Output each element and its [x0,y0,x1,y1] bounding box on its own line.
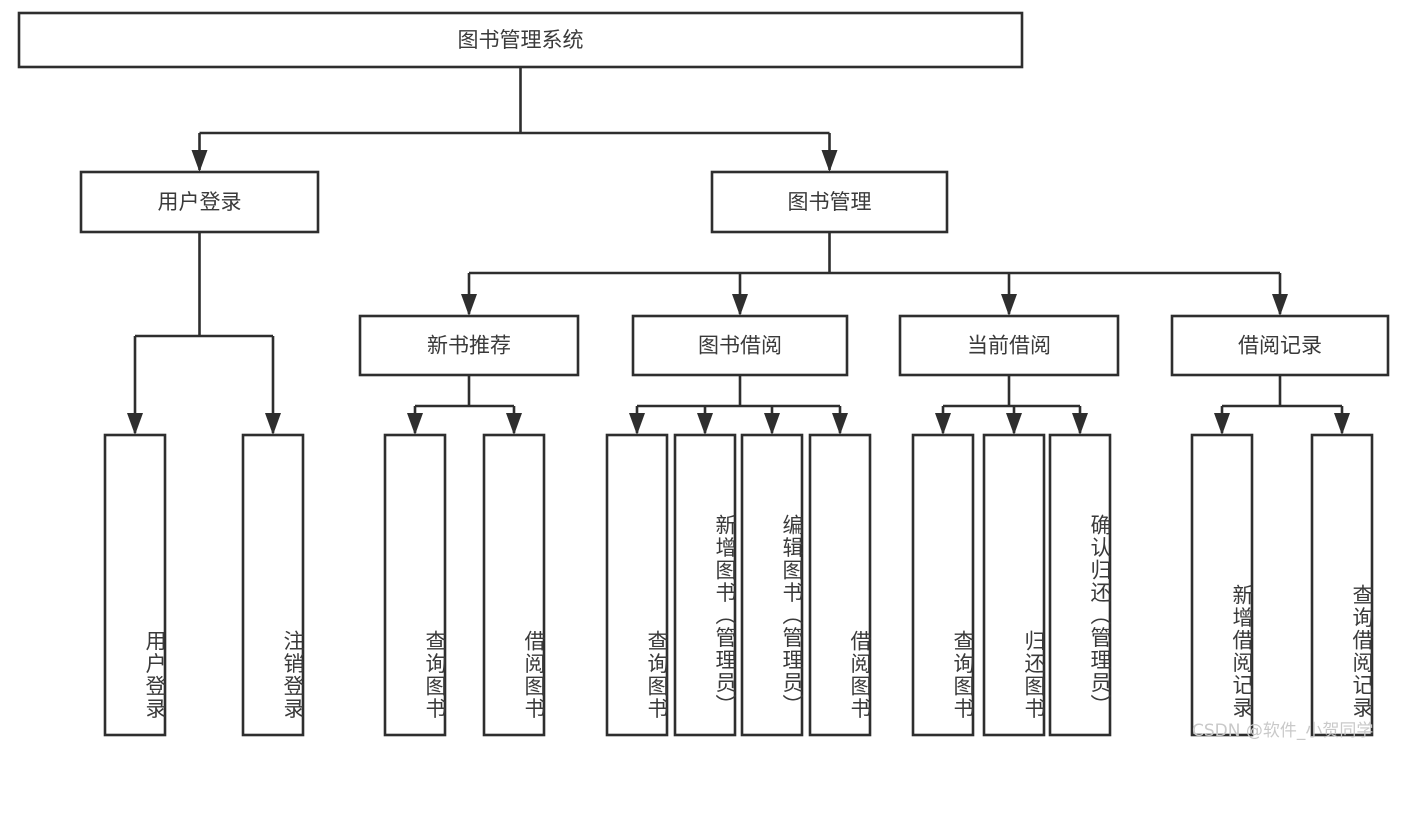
node-leaf-box-leaf-return-book[interactable] [982,433,1046,737]
node-leaf-box-leaf-add-book[interactable] [673,433,737,737]
node-level1-box-book-manage[interactable] [710,170,949,234]
node-level1-label-user-login: 用户登录 [158,190,242,214]
node-root-label: 图书管理系统 [458,28,584,52]
node-level2-box-book-borrow[interactable] [631,314,849,377]
node-leaf-box-leaf-edit-book[interactable] [740,433,804,737]
node-leaf-box-leaf-query-book-1[interactable] [383,433,447,737]
node-level1-label-book-manage: 图书管理 [788,190,872,214]
node-level2-box-borrow-record[interactable] [1170,314,1390,377]
node-leaf-box-leaf-query-book-2[interactable] [605,433,669,737]
edges-layer [127,67,1350,435]
node-leaf-box-leaf-logout[interactable] [241,433,305,737]
node-level2-box-current-borrow[interactable] [898,314,1120,377]
node-leaf-box-leaf-confirm-return[interactable] [1048,433,1112,737]
node-leaf-box-leaf-add-record[interactable] [1190,433,1254,737]
node-level2-label-current-borrow: 当前借阅 [967,334,1051,358]
node-level2-label-borrow-record: 借阅记录 [1238,334,1322,358]
csdn-watermark: CSDN @软件_小贺同学 [1192,721,1374,741]
node-leaf-box-leaf-query-record[interactable] [1310,433,1374,737]
node-level2-label-book-borrow: 图书借阅 [698,334,782,358]
node-leaf-box-leaf-borrow-book-2[interactable] [808,433,872,737]
node-leaf-box-leaf-user-login[interactable] [103,433,167,737]
boxes-layer [17,11,1390,737]
node-root-box[interactable] [17,11,1024,69]
node-leaf-box-leaf-query-book-3[interactable] [911,433,975,737]
node-level1-box-user-login[interactable] [79,170,320,234]
flowchart-diagram: 图书管理系统用户登录图书管理新书推荐图书借阅当前借阅借阅记录 用户登录注销登录查… [17,11,1390,741]
node-level2-box-new-book-recommend[interactable] [358,314,580,377]
node-level2-label-new-book-recommend: 新书推荐 [427,334,511,358]
node-leaf-box-leaf-borrow-book-1[interactable] [482,433,546,737]
